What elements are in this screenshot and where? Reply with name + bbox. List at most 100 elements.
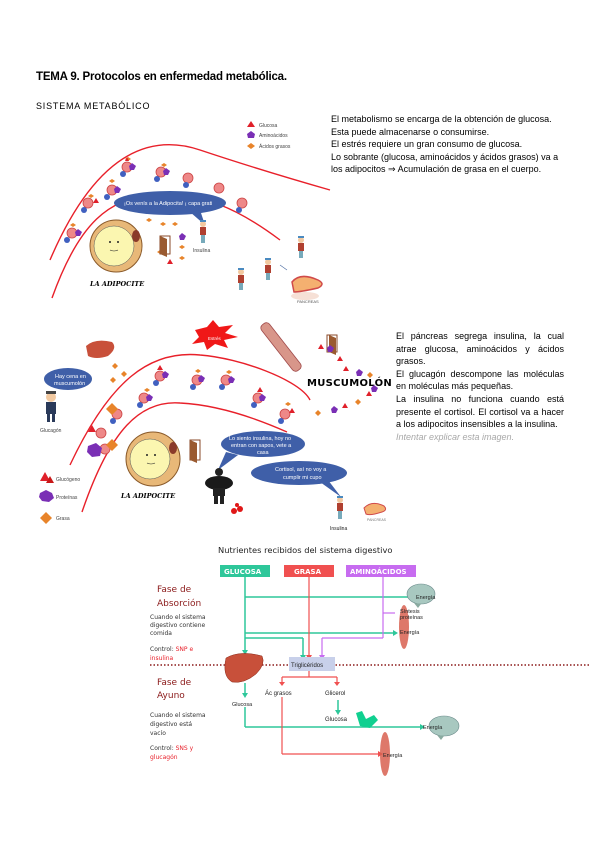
header-aminoacids bbox=[346, 565, 416, 577]
glucose-arrowheads bbox=[242, 594, 425, 730]
pancreas-label: PANCREAS bbox=[297, 299, 319, 304]
blood-cell bbox=[88, 425, 107, 439]
blood-cell bbox=[251, 387, 266, 408]
fasting-control: Control: SNS y glucagón bbox=[150, 745, 195, 761]
stress-burst-icon bbox=[192, 320, 238, 350]
absorption-title-line2: Absorción bbox=[157, 598, 201, 609]
blood-cell bbox=[190, 369, 205, 390]
blood-cell bbox=[120, 157, 136, 177]
control-prefix: Control: bbox=[150, 745, 176, 752]
section-title: SISTEMA METABÓLICO bbox=[36, 101, 151, 111]
muscle-fiber-icon bbox=[260, 322, 302, 372]
bouncer-bubble-text: Lo siento insulina, hoy no entran con sa… bbox=[229, 436, 293, 456]
triglycerides-label: Triglicéridos bbox=[291, 663, 323, 669]
energy-muscle-top-label: Energía bbox=[400, 630, 420, 636]
bubble-line: cumplir mi cupo bbox=[283, 475, 322, 481]
paragraph-line: El páncreas segrega insulina, la cual at… bbox=[396, 331, 564, 367]
legend-aminoacid-label: Aminoácidos bbox=[259, 133, 288, 139]
paragraph-line: Esta puede almacenarse o consumirse. bbox=[331, 126, 490, 137]
paragraph-line: El metabolismo se encarga de la obtenció… bbox=[331, 114, 552, 124]
absorption-control: Control: SNP e insulina bbox=[150, 646, 195, 662]
nutrients-to-muscle bbox=[315, 344, 378, 416]
header-fat-label: GRASA bbox=[294, 568, 322, 576]
paragraph-line: La insulina no funciona cuando está pres… bbox=[396, 393, 564, 430]
adipocyte-label: LA ADIPOCITE bbox=[89, 280, 145, 288]
control-value: glucagón bbox=[150, 754, 178, 761]
speech-bubble-tail bbox=[190, 210, 205, 225]
glycogen-legend-icon bbox=[40, 472, 54, 483]
blood-cell bbox=[154, 163, 170, 182]
desc-line: vacío bbox=[150, 730, 166, 737]
blood-cell bbox=[182, 172, 194, 188]
bubble-line: Lo siento insulina, hoy no bbox=[229, 436, 291, 442]
blood-cell bbox=[153, 365, 169, 386]
bubble-line: Cortisol, así no voy a bbox=[275, 467, 327, 473]
label-line: Síntesis bbox=[400, 609, 420, 615]
muscle-icon bbox=[380, 732, 390, 776]
bubble-line: Hay cena en bbox=[55, 374, 86, 380]
bubble-line: entran con sapos, vete a bbox=[231, 443, 292, 449]
energy-brain-bottom-label: Energía bbox=[423, 725, 443, 731]
paragraph-pancreas: El páncreas segrega insulina, la cual at… bbox=[396, 330, 564, 443]
nutrients-near-door bbox=[146, 218, 186, 264]
vessel-outer-line bbox=[50, 136, 320, 260]
blood-cells bbox=[87, 365, 295, 457]
bubble-line: casa bbox=[257, 450, 270, 456]
glucose-liver-label: Glucosa bbox=[232, 702, 253, 708]
control-prefix: Control: bbox=[150, 646, 176, 653]
muscle-label: MUSCUMOLÓN bbox=[307, 376, 392, 389]
fatty-acids-label: Ác grasos bbox=[265, 690, 292, 697]
blood-cells bbox=[64, 157, 248, 243]
pancreas-label: PANCREAS bbox=[367, 518, 387, 522]
kidney-icon bbox=[356, 711, 378, 728]
fat-arrowheads bbox=[279, 655, 383, 757]
blood-cell bbox=[236, 197, 248, 213]
insulin-label: Insulina bbox=[330, 526, 347, 532]
energy-muscle-bottom-label: Energía bbox=[383, 753, 403, 759]
speech-bubble bbox=[114, 191, 226, 215]
header-aminoacids-label: AMINOÁCIDOS bbox=[350, 567, 407, 576]
fat-flow-lines bbox=[281, 577, 378, 755]
protein-legend-icon bbox=[39, 490, 54, 502]
brain-icon bbox=[428, 715, 460, 740]
label-line: proteínas bbox=[400, 615, 423, 621]
door-icon bbox=[189, 439, 201, 463]
document-title: TEMA 9. Protocolos en enfermedad metaból… bbox=[36, 71, 287, 83]
control-value: SNP e bbox=[176, 646, 194, 653]
liver-icon bbox=[224, 653, 264, 683]
glucose-flow-lines bbox=[244, 577, 420, 728]
desc-line: digestivo está bbox=[150, 721, 192, 728]
vessel-outer-line bbox=[49, 144, 331, 261]
control-value: SNS y bbox=[176, 745, 194, 752]
fasting-title-line1: Fase de bbox=[157, 678, 192, 688]
blood-cell bbox=[137, 388, 153, 408]
glucose-legend-icon bbox=[247, 121, 255, 127]
triglycerides-box bbox=[289, 657, 335, 671]
blood-cell bbox=[106, 403, 123, 424]
header-glucose-label: GLUCOSA bbox=[224, 568, 262, 576]
vessel-inner-curve bbox=[51, 193, 281, 299]
desc-line: Cuando el sistema bbox=[150, 712, 206, 719]
legend-fat-label: Grasa bbox=[56, 516, 70, 522]
speech-bubble bbox=[44, 368, 92, 390]
pancreas-icon bbox=[291, 275, 323, 300]
desc-line: comida bbox=[150, 630, 172, 637]
protein-synthesis-label: Síntesis proteínas bbox=[400, 609, 423, 621]
insulin-character bbox=[337, 496, 343, 519]
vessel-inner-curve bbox=[81, 402, 288, 513]
bubble-line: muscumolón bbox=[54, 381, 85, 387]
insulin-character bbox=[200, 220, 206, 243]
adipocyte-cell bbox=[125, 431, 181, 487]
blood-cell bbox=[104, 179, 121, 200]
insulin-bubble-text: Cortisol, así no voy a cumplir mi cupo bbox=[275, 467, 328, 481]
aminoacid-arrowheads bbox=[319, 655, 325, 660]
paragraph-metabolism: El metabolismo se encarga de la obtenció… bbox=[331, 113, 571, 176]
insulin-character bbox=[298, 236, 304, 258]
frog-icon bbox=[231, 503, 243, 514]
legend-glucose-label: Glucosa bbox=[259, 123, 278, 129]
insulin-character bbox=[238, 268, 244, 290]
fasting-desc: Cuando el sistema digestivo está vacío bbox=[150, 712, 208, 737]
glucagon-label: Glucagón bbox=[40, 428, 62, 434]
liver-icon bbox=[86, 340, 115, 358]
desc-line: Cuando el sistema bbox=[150, 614, 206, 621]
